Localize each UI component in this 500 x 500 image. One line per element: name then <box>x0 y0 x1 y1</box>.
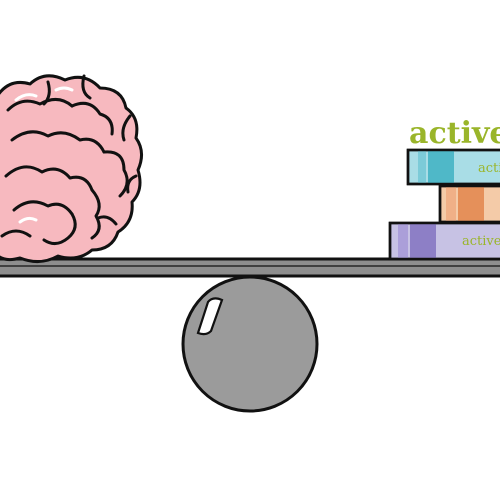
book-top: acti <box>406 148 500 186</box>
brain-icon <box>0 74 143 263</box>
seesaw-plank <box>0 257 500 278</box>
book-bottom-label: active <box>462 234 500 249</box>
fulcrum-ball <box>181 275 319 413</box>
book-top-label: acti <box>478 161 500 176</box>
brand-heading: active <box>409 116 500 151</box>
book-middle <box>438 184 500 224</box>
book-bottom: active <box>388 221 500 261</box>
